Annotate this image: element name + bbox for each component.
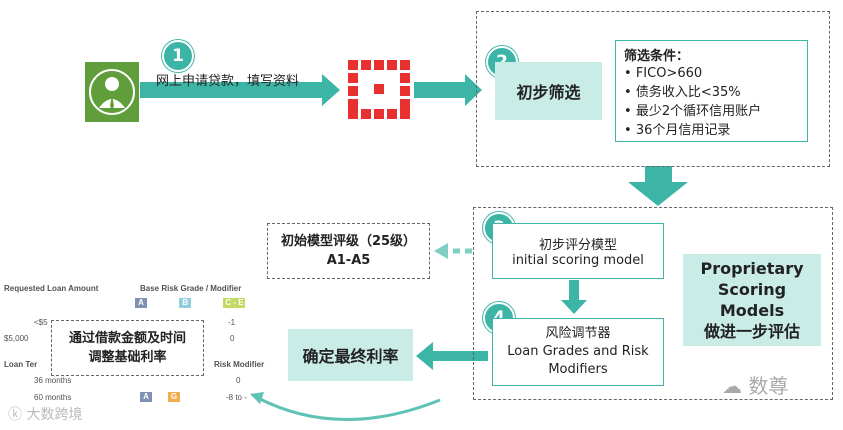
initial-grade-box: 初始模型评级（25级） A1-A5 bbox=[267, 223, 430, 279]
scoring-container bbox=[473, 207, 833, 400]
initial-grade-line1: 初始模型评级（25级） bbox=[280, 234, 417, 249]
table-header-term: Loan Ter bbox=[4, 360, 38, 369]
criteria-item: • 36个月信用记录 bbox=[624, 123, 731, 138]
row-5000-value: 0 bbox=[230, 334, 235, 343]
step4-label-cn: 风险调节器 bbox=[545, 326, 611, 341]
row-36-value: 0 bbox=[236, 376, 241, 385]
rate-adjustment-table: Requested Loan Amount Base Risk Grade / … bbox=[0, 280, 268, 410]
wechat-icon: ☁ bbox=[722, 374, 742, 398]
proprietary-models-box: Proprietary Scoring Models 做进一步评估 bbox=[683, 254, 821, 346]
row-60-label: 60 months bbox=[34, 393, 72, 402]
arrow-to-screening bbox=[414, 74, 482, 106]
grade-ce-badge: C - E bbox=[223, 298, 246, 308]
row-60-grade-g: G bbox=[168, 392, 180, 402]
proprietary-line4: 做进一步评估 bbox=[703, 322, 800, 341]
row-60-value: -8 to - bbox=[226, 393, 247, 402]
step3-label-en: initial scoring model bbox=[512, 253, 644, 268]
adjust-note-box: 通过借款金额及时间 调整基础利率 bbox=[51, 320, 204, 376]
arrow-down bbox=[628, 166, 688, 206]
row-36-label: 36 months bbox=[34, 376, 72, 385]
arrow-step3-step4 bbox=[561, 280, 587, 314]
adjust-note-line1: 通过借款金额及时间 bbox=[68, 331, 186, 346]
step3-label-cn: 初步评分模型 bbox=[538, 238, 617, 253]
table-header-grade: Base Risk Grade / Modifier bbox=[140, 284, 242, 293]
row-60-grade-a: A bbox=[140, 392, 152, 402]
grade-a-badge: A bbox=[135, 298, 147, 308]
screening-box: 初步筛选 bbox=[495, 62, 602, 120]
initial-scoring-box: 初步评分模型 initial scoring model bbox=[492, 223, 664, 279]
criteria-title: 筛选条件： bbox=[624, 49, 690, 64]
criteria-item: • 最少2个循环信用账户 bbox=[624, 104, 762, 119]
row-5000-label: $5,000 bbox=[4, 334, 29, 343]
table-header-risk: Risk Modifier bbox=[214, 360, 265, 369]
criteria-box: 筛选条件： • FICO>660 • 债务收入比<35% • 最少2个循环信用账… bbox=[615, 40, 808, 142]
watermark-left: ⓚ 大数跨境 bbox=[8, 407, 83, 423]
arrow-to-final-rate bbox=[416, 342, 488, 370]
proprietary-line1: Proprietary bbox=[700, 259, 804, 278]
step4-label-en2: Modifiers bbox=[548, 362, 608, 377]
step4-label-en1: Loan Grades and Risk bbox=[507, 344, 649, 359]
criteria-item: • 债务收入比<35% bbox=[624, 85, 741, 100]
initial-grade-line2: A1-A5 bbox=[326, 253, 371, 268]
step1-badge: 1 bbox=[162, 40, 194, 72]
proprietary-line3: Models bbox=[719, 301, 785, 320]
adjust-note-line2: 调整基础利率 bbox=[88, 350, 167, 365]
screening-container bbox=[476, 11, 830, 167]
row-lt5-label: <$5 bbox=[34, 318, 48, 327]
arrow-to-grid bbox=[140, 74, 340, 106]
table-grade-row: A B C - E bbox=[135, 298, 265, 308]
table-header-amount: Requested Loan Amount bbox=[4, 284, 99, 293]
criteria-item: • FICO>660 bbox=[624, 66, 703, 81]
platform-grid-icon bbox=[348, 60, 410, 119]
proprietary-line2: Scoring bbox=[717, 280, 787, 299]
applicant-icon bbox=[85, 62, 139, 122]
risk-modifier-box: 风险调节器 Loan Grades and Risk Modifiers bbox=[492, 318, 664, 386]
curve-arrow bbox=[257, 396, 441, 421]
step1-label: 网上申请贷款，填写资料 bbox=[156, 74, 300, 89]
watermark-left-logo-icon: ⓚ bbox=[8, 407, 22, 423]
final-rate-box: 确定最终利率 bbox=[288, 329, 413, 381]
grade-b-badge: B bbox=[179, 298, 192, 308]
watermark-right: ☁ 数尊 bbox=[722, 374, 789, 398]
row-lt5-value: -1 bbox=[228, 318, 236, 327]
